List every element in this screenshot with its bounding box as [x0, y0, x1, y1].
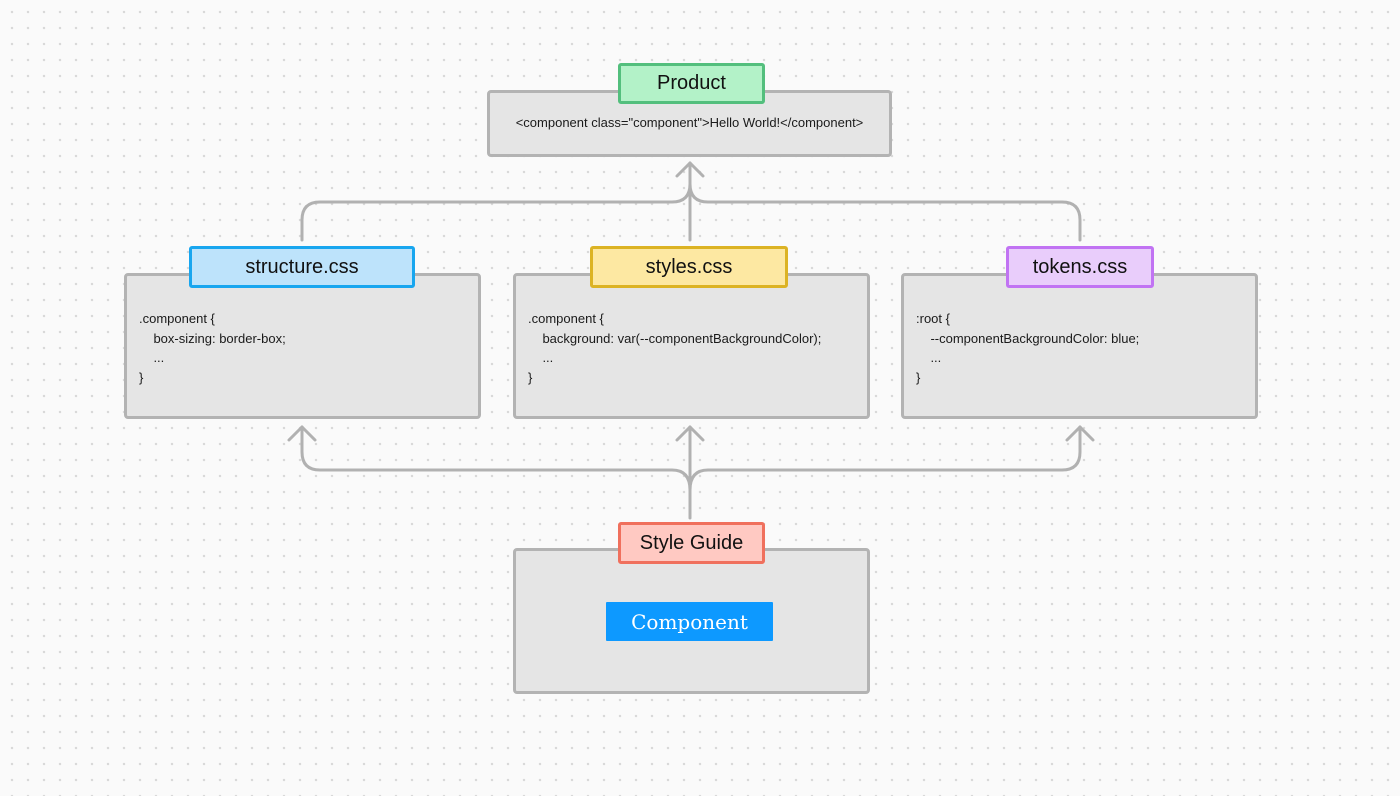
arrowhead-styles [675, 425, 705, 442]
arrow-structure-to-product [300, 182, 692, 242]
tokens-title: tokens.css [1006, 246, 1154, 288]
arrow-styleguide-to-structure [300, 425, 692, 492]
styles-title: styles.css [590, 246, 788, 288]
structure-code: .component { box-sizing: border-box; ...… [139, 311, 286, 385]
tokens-box: :root { --componentBackgroundColor: blue… [901, 273, 1258, 419]
arrow-styleguide-to-tokens [688, 425, 1082, 492]
arrowhead-structure [287, 425, 317, 442]
component-button[interactable]: Component [606, 602, 773, 641]
structure-title: structure.css [189, 246, 415, 288]
styles-box: .component { background: var(--component… [513, 273, 870, 419]
arrowhead-product [675, 161, 705, 178]
structure-box: .component { box-sizing: border-box; ...… [124, 273, 481, 419]
arrowhead-tokens [1065, 425, 1095, 442]
arrow-tokens-to-product [688, 182, 1082, 242]
style-guide-title: Style Guide [618, 522, 765, 564]
product-title: Product [618, 63, 765, 104]
tokens-code: :root { --componentBackgroundColor: blue… [916, 311, 1140, 385]
styles-code: .component { background: var(--component… [528, 311, 822, 385]
product-code: <component class="component">Hello World… [515, 115, 864, 130]
